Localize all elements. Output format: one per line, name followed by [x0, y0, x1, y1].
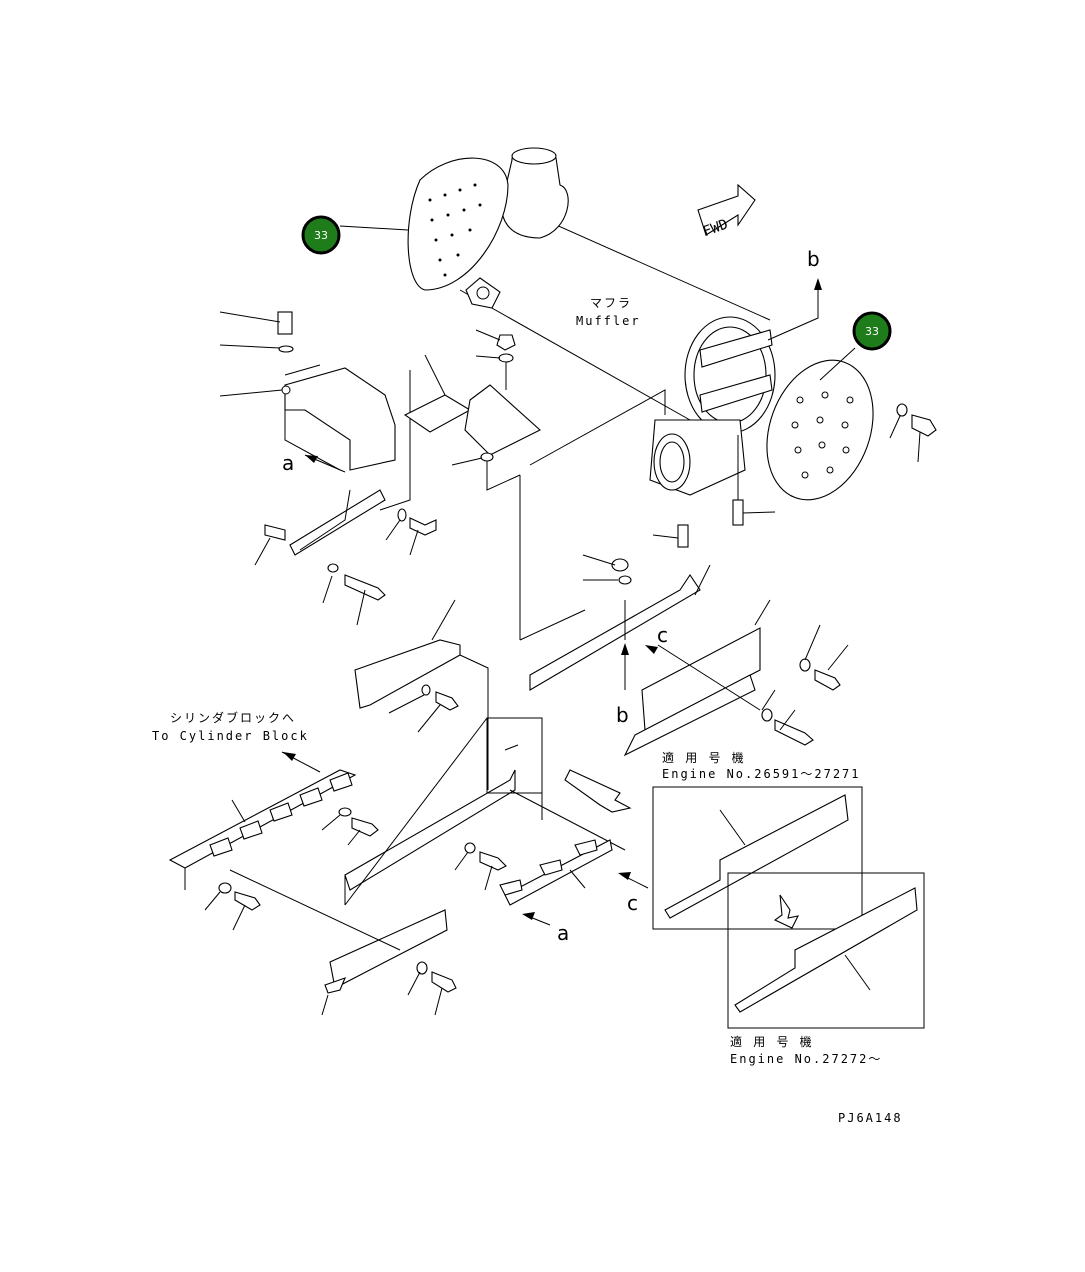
engine-range-label-2: Engine No.27272〜: [730, 1052, 882, 1066]
engine-range-label-1: Engine No.26591〜27271: [662, 767, 861, 781]
view-marker-c-lower: c: [627, 891, 638, 915]
callout-33-right[interactable]: 33: [852, 311, 892, 351]
callout-33-left[interactable]: 33: [301, 215, 341, 255]
right-bracket: [529, 554, 849, 757]
applicability-label-2: 適 用 号 機: [730, 1034, 814, 1049]
left-bracket: [219, 311, 437, 626]
to-cylinder-label-en: To Cylinder Block: [152, 729, 309, 743]
lower-brackets: [168, 599, 649, 1016]
applicability-label-1: 適 用 号 機: [662, 750, 746, 765]
muffler-body: [339, 147, 874, 501]
view-marker-a-upper: a: [282, 451, 294, 475]
view-marker-c-upper: c: [657, 623, 668, 647]
view-marker-b-lower: b: [616, 703, 629, 727]
plate-holes: [428, 183, 854, 479]
muffler-bolts: [652, 403, 937, 548]
variant-box-1: [564, 769, 863, 930]
drawing-code: PJ6A148: [838, 1111, 903, 1125]
callout-33-left-label: 33: [314, 229, 328, 242]
center-bracket: [403, 329, 666, 641]
variant-box-2: [727, 872, 925, 1029]
view-marker-b-upper: b: [807, 247, 820, 271]
muffler-label-en: Muffler: [576, 314, 641, 328]
view-marker-a-lower: a: [557, 921, 569, 945]
to-cylinder-label-jp: シリンダブロックへ: [170, 710, 296, 725]
muffler-label-jp: マフラ: [590, 296, 632, 310]
callout-33-right-label: 33: [865, 325, 879, 338]
